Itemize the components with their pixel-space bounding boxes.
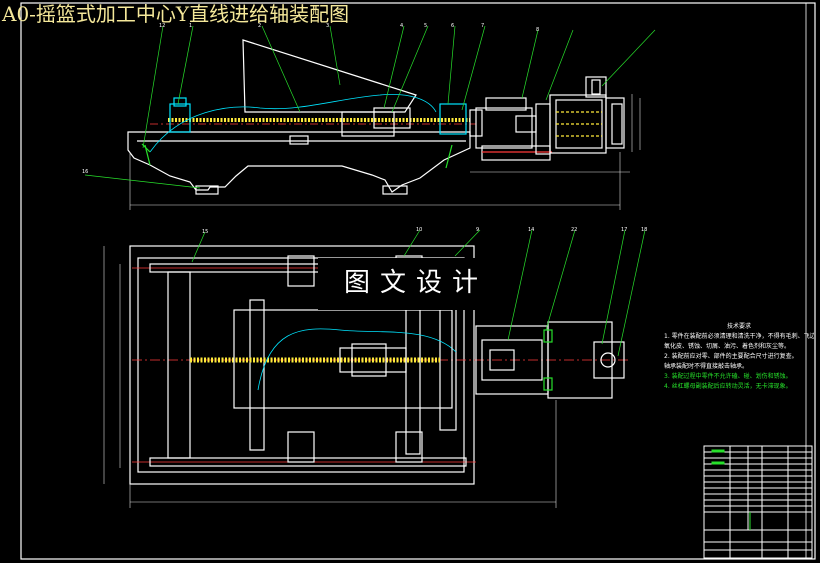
top-part-label: 22 xyxy=(571,227,578,233)
front-part-label: 12 xyxy=(159,23,166,29)
top-part-label: 9 xyxy=(476,227,480,233)
front-part-label: 5 xyxy=(424,23,428,29)
front-part-label: 1 xyxy=(189,23,193,29)
front-view-leaders xyxy=(84,25,656,189)
front-part-label: 2 xyxy=(258,23,262,29)
top-part-label: 14 xyxy=(528,227,535,233)
technical-requirements-title: 技术要求 xyxy=(726,323,751,330)
front-part-label: 8 xyxy=(536,27,540,33)
watermark-text: 图文设计 xyxy=(343,268,488,298)
top-part-label: 15 xyxy=(202,229,209,235)
requirement-line: 1. 零件在装配前必须清理和清洗干净，不得有毛刺、飞边、 xyxy=(664,333,814,340)
top-part-label: 17 xyxy=(621,227,628,233)
table-outline xyxy=(129,245,475,485)
base-body xyxy=(127,131,471,193)
top-view-leaders xyxy=(191,229,646,357)
front-part-label: 6 xyxy=(451,23,455,29)
front-part-label: 3 xyxy=(326,23,330,29)
front-part-label: 4 xyxy=(400,23,404,29)
front-view xyxy=(127,39,641,210)
drawing-title: A0-摇篮式加工中心Y直线进给轴装配图 xyxy=(2,2,350,26)
requirement-line: 3. 装配过程中零件不允许磕、碰、划伤和锈蚀。 xyxy=(664,373,792,380)
front-part-label: 7 xyxy=(481,23,485,29)
sheet-frame xyxy=(20,2,816,560)
technical-requirements: 技术要求 1. 零件在装配前必须清理和清洗干净，不得有毛刺、飞边、 氧化皮、锈蚀… xyxy=(664,322,814,392)
title-block xyxy=(703,445,813,559)
cradle-support xyxy=(242,39,417,113)
top-part-label: 18 xyxy=(641,227,648,233)
requirement-line: 2. 装配前应对零、部件的主要配合尺寸进行复查。 xyxy=(664,353,798,360)
requirement-line: 氧化皮、锈蚀、切屑、油污、着色剂和灰尘等。 xyxy=(664,343,791,350)
requirement-line: 轴承装配时不得直接敲击轴承。 xyxy=(664,363,749,370)
requirement-line: 4. 丝杠螺母副装配后应转动灵活，无卡滞现象。 xyxy=(664,383,792,390)
front-part-label: 16 xyxy=(82,169,89,175)
watermark-background xyxy=(318,258,514,310)
top-part-label: 10 xyxy=(416,227,423,233)
